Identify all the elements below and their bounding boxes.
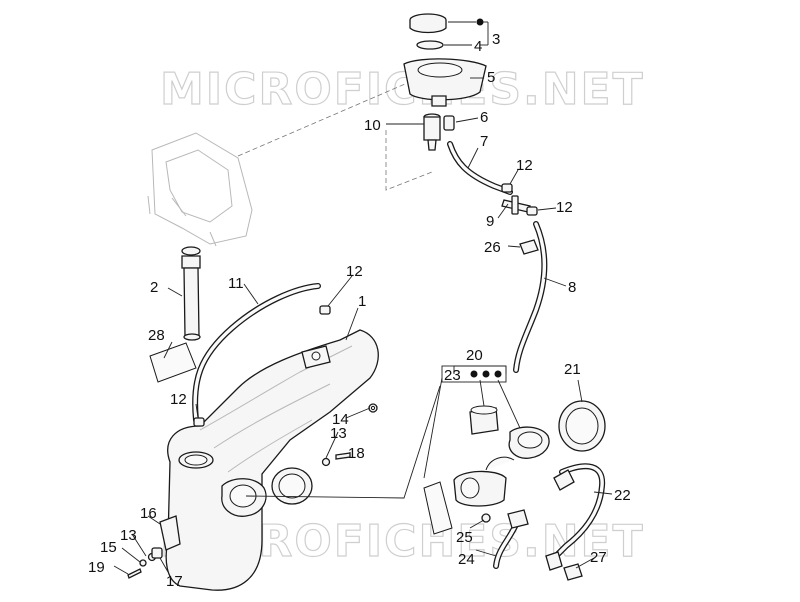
callout-4: 4 bbox=[474, 38, 482, 55]
kit-bullets bbox=[470, 18, 502, 378]
callout-19: 19 bbox=[88, 559, 105, 576]
hose-clamp bbox=[319, 305, 331, 315]
callout-24: 24 bbox=[458, 551, 475, 568]
tank-seal-ring bbox=[271, 467, 313, 505]
hose-8 bbox=[513, 221, 548, 373]
bracket-16 bbox=[159, 515, 181, 551]
callout-21: 21 bbox=[564, 361, 581, 378]
callout-6: 6 bbox=[480, 109, 488, 126]
ghost-frame-outline bbox=[147, 83, 406, 247]
callout-2: 2 bbox=[150, 279, 158, 296]
hose-7 bbox=[447, 141, 513, 195]
hose-connector bbox=[443, 115, 455, 131]
dash-guide bbox=[385, 130, 433, 191]
leader-lines bbox=[113, 21, 613, 575]
callout-17: 17 bbox=[166, 573, 183, 590]
hose-clamp bbox=[501, 183, 513, 193]
callout-12-right: 12 bbox=[556, 199, 573, 216]
vent-hose-11 bbox=[192, 283, 321, 423]
t-connector bbox=[501, 195, 531, 215]
fuel-level-sensor bbox=[181, 246, 201, 341]
callout-8: 8 bbox=[568, 279, 576, 296]
fuel-pump-group bbox=[423, 405, 550, 535]
kit-bracket bbox=[441, 365, 507, 383]
callout-26: 26 bbox=[484, 239, 501, 256]
callout-16: 16 bbox=[140, 505, 157, 522]
watermark-top: MICROFICHES.NET bbox=[160, 64, 645, 115]
callout-13-mid: 13 bbox=[330, 425, 347, 442]
clip-27 bbox=[563, 563, 583, 581]
fuel-tank bbox=[165, 329, 379, 591]
filler-neck bbox=[403, 58, 487, 107]
callout-3: 3 bbox=[492, 31, 500, 48]
callout-15: 15 bbox=[100, 539, 117, 556]
callout-22: 22 bbox=[614, 487, 631, 504]
clip-26 bbox=[519, 239, 539, 255]
callout-18: 18 bbox=[348, 445, 365, 462]
callout-12-top: 12 bbox=[516, 157, 533, 174]
callout-12-left: 12 bbox=[170, 391, 187, 408]
callout-23: 23 bbox=[444, 367, 461, 384]
callout-12-mid: 12 bbox=[346, 263, 363, 280]
fasteners-tank bbox=[127, 403, 378, 579]
callout-10: 10 bbox=[364, 117, 381, 134]
callout-9: 9 bbox=[486, 213, 494, 230]
callout-5: 5 bbox=[487, 69, 495, 86]
delivery-hose bbox=[493, 463, 606, 571]
callout-20: 20 bbox=[466, 347, 483, 364]
callout-11: 11 bbox=[228, 275, 244, 292]
hose-clamp bbox=[193, 417, 205, 427]
hose-clamp bbox=[526, 206, 538, 216]
callout-25: 25 bbox=[456, 529, 473, 546]
fuel-filter bbox=[423, 113, 441, 151]
callout-13-low: 13 bbox=[120, 527, 137, 544]
gasket-sheet bbox=[149, 342, 197, 383]
filler-cap bbox=[409, 13, 447, 34]
cap-seal-ring bbox=[416, 40, 444, 50]
callout-27: 27 bbox=[590, 549, 607, 566]
callout-1: 1 bbox=[358, 293, 366, 310]
callout-14: 14 bbox=[332, 411, 349, 428]
callout-7: 7 bbox=[480, 133, 488, 150]
callout-28: 28 bbox=[148, 327, 165, 344]
ring-nut bbox=[558, 400, 606, 452]
